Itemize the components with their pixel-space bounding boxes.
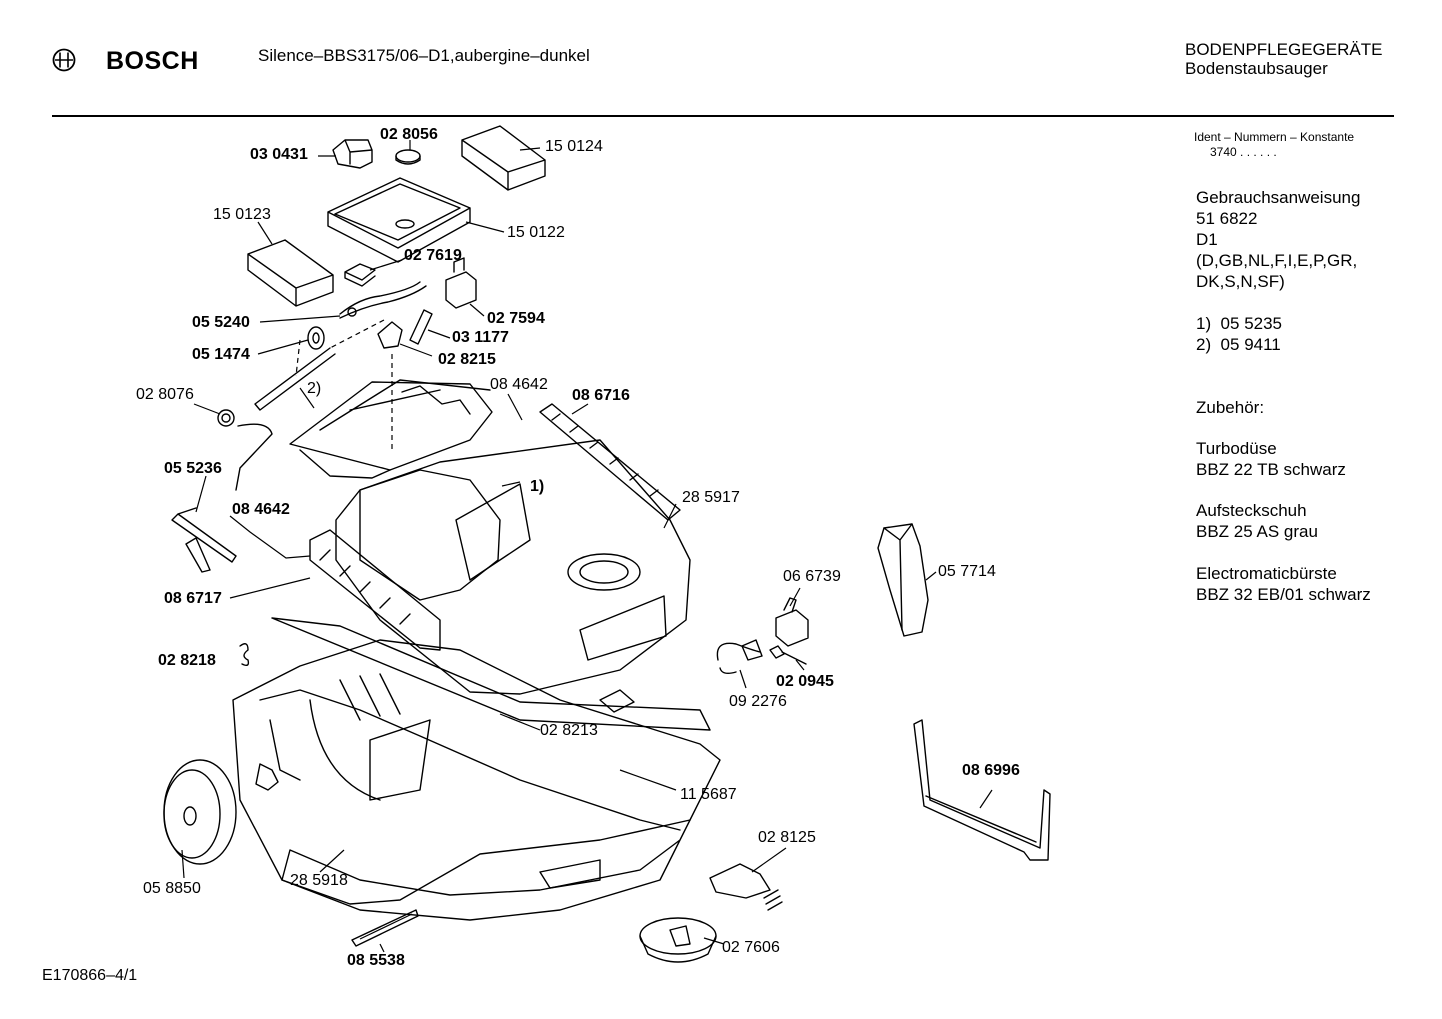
part-285917-main-cover-drawing bbox=[335, 439, 691, 695]
part-label-027619: 02 7619 bbox=[404, 247, 462, 264]
part-label-285918: 28 5918 bbox=[290, 872, 348, 889]
accessory-3-code: BBZ 32 EB/01 schwarz bbox=[1196, 585, 1371, 604]
part-label-150123: 15 0123 bbox=[213, 206, 271, 223]
part-label-058850: 05 8850 bbox=[143, 880, 201, 897]
part-label-086716: 08 6716 bbox=[572, 387, 630, 404]
part-label-150124: 15 0124 bbox=[545, 138, 603, 155]
note-2-label: 2) bbox=[307, 380, 322, 397]
header-rule bbox=[52, 115, 1394, 117]
accessory-3-name: Electromaticbürste bbox=[1196, 564, 1337, 583]
part-020945-pin-drawing bbox=[769, 645, 807, 665]
bosch-logo-icon bbox=[52, 48, 76, 72]
drawing-id: E170866–4/1 bbox=[42, 967, 138, 984]
part-label-020945: 02 0945 bbox=[776, 673, 834, 690]
part-label-027606: 02 7606 bbox=[722, 939, 780, 956]
part-028213-seal-drawing bbox=[271, 617, 711, 731]
part-label-028076: 02 8076 bbox=[136, 386, 194, 403]
accessory-2-code: BBZ 25 AS grau bbox=[1196, 522, 1318, 541]
accessories-label: Zubehör: bbox=[1196, 398, 1265, 417]
part-066739-socket-drawing bbox=[775, 597, 809, 647]
part-051474-bushing-drawing bbox=[307, 326, 325, 350]
part-label-055240: 05 5240 bbox=[192, 314, 250, 331]
part-057714-nozzle-drawing bbox=[877, 523, 929, 637]
part-055240-cable-drawing bbox=[339, 281, 427, 319]
part-label-030431: 03 0431 bbox=[250, 146, 308, 163]
part-label-028056: 02 8056 bbox=[380, 126, 438, 143]
part-028076-knob-drawing bbox=[217, 409, 235, 427]
upper-housing-drawing bbox=[289, 379, 493, 479]
ident-value: 3740 . . . . . . bbox=[1210, 145, 1277, 159]
part-label-057714: 05 7714 bbox=[938, 563, 996, 580]
part-028215-valve-drawing bbox=[377, 321, 403, 349]
part-030431-clip-drawing bbox=[332, 139, 373, 169]
ident-label: Ident – Nummern – Konstante bbox=[1194, 130, 1355, 144]
part-label-028213: 02 8213 bbox=[540, 722, 598, 739]
part-150124-cover-drawing bbox=[461, 125, 546, 191]
part-label-150122: 15 0122 bbox=[507, 224, 565, 241]
part-285918-base-drawing bbox=[281, 819, 691, 921]
part-028125-clamp-drawing bbox=[709, 863, 783, 911]
part-label-285917: 28 5917 bbox=[682, 489, 740, 506]
part-label-066739: 06 6739 bbox=[783, 568, 841, 585]
part-label-092276: 09 2276 bbox=[729, 693, 787, 710]
part-label-055236: 05 5236 bbox=[164, 460, 222, 477]
grille-08-6716-drawing bbox=[539, 403, 681, 521]
manual-number: 51 6822 bbox=[1196, 209, 1258, 228]
part-tube-drawing bbox=[254, 347, 336, 411]
manual-label: Gebrauchsanweisung bbox=[1196, 188, 1361, 207]
part-cable-hose-drawing bbox=[235, 423, 273, 491]
brand-name: BOSCH bbox=[106, 47, 199, 75]
part-label-027594: 02 7594 bbox=[487, 310, 545, 327]
part-label-084642-top: 08 4642 bbox=[490, 376, 548, 393]
part-027594-switch-drawing bbox=[445, 257, 477, 309]
part-028218-spring-drawing bbox=[239, 643, 250, 667]
part-058850-wheel-drawing bbox=[163, 759, 279, 865]
part-031177-filter-drawing bbox=[409, 309, 433, 345]
part-086996-frame-drawing bbox=[913, 719, 1051, 861]
part-label-028218: 02 8218 bbox=[158, 652, 216, 669]
grille-08-6717-drawing bbox=[309, 529, 441, 651]
subcategory-title: Bodenstaubsauger bbox=[1185, 59, 1328, 78]
accessory-1-code: BBZ 22 TB schwarz bbox=[1196, 460, 1346, 479]
part-150123-cover-drawing bbox=[247, 239, 334, 307]
part-085538-brush-strip-drawing bbox=[351, 909, 419, 947]
accessory-2-name: Aufsteckschuh bbox=[1196, 501, 1307, 520]
note-1-label: 1) bbox=[530, 478, 545, 495]
part-055236-bracket-drawing bbox=[171, 507, 237, 573]
part-label-085538: 08 5538 bbox=[347, 952, 405, 969]
part-150122-tray-drawing bbox=[327, 177, 471, 263]
part-027619-latch-drawing bbox=[344, 263, 376, 287]
part-label-084642-side: 08 4642 bbox=[232, 501, 290, 518]
part-label-086717: 08 6717 bbox=[164, 590, 222, 607]
manual-code: D1 bbox=[1196, 230, 1218, 249]
footnote-1: 1) 05 5235 bbox=[1196, 314, 1283, 333]
part-092276-cable-drawing bbox=[716, 639, 763, 675]
part-027606-cup-drawing bbox=[639, 917, 717, 963]
part-label-086996: 08 6996 bbox=[962, 762, 1020, 779]
manual-languages: (D,GB,NL,F,I,E,P,GR, DK,S,N,SF) bbox=[1196, 251, 1358, 291]
part-label-031177: 03 1177 bbox=[452, 329, 509, 346]
part-label-115687: 11 5687 bbox=[680, 786, 737, 803]
part-028056-cap-drawing bbox=[395, 149, 421, 165]
part-label-028125: 02 8125 bbox=[758, 829, 816, 846]
part-label-051474: 05 1474 bbox=[192, 346, 250, 363]
model-title: Silence–BBS3175/06–D1,aubergine–dunkel bbox=[258, 46, 590, 65]
footnote-2: 2) 05 9411 bbox=[1196, 335, 1281, 354]
category-title: BODENPFLEGEGERÄTE bbox=[1185, 40, 1383, 59]
part-label-028215: 02 8215 bbox=[438, 351, 496, 368]
accessory-1-name: Turbodüse bbox=[1196, 439, 1277, 458]
